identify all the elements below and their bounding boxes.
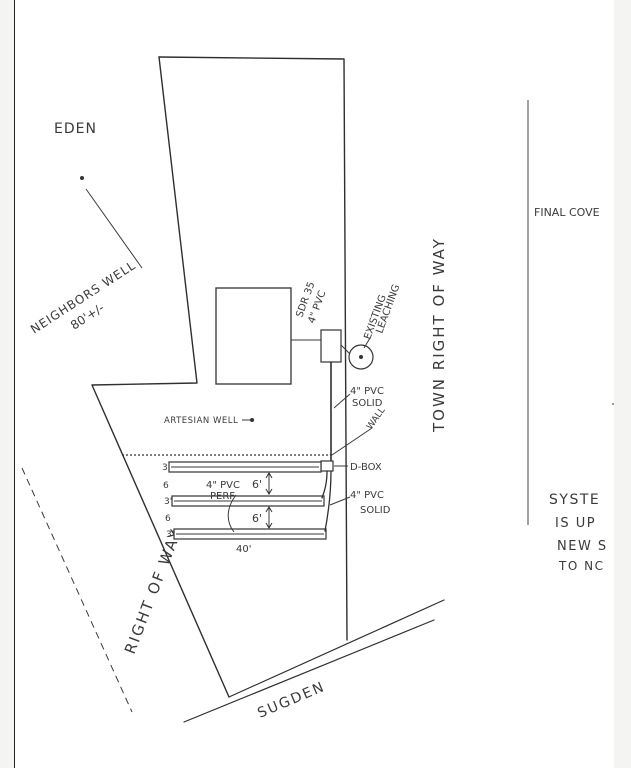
property-line-north-east <box>158 56 348 641</box>
trench-dim-3: 3' <box>164 497 172 507</box>
feeder-pipe-2 <box>321 470 328 499</box>
site-plan: SUGDEN RIGHT OF WAY EDEN NEIGHBORS WELL … <box>14 0 614 768</box>
sugden-road-edge-line <box>183 619 435 723</box>
existing-leaching-leader-line <box>363 337 371 349</box>
artesian-well-marker <box>250 418 254 422</box>
trench-dim-5: 3' <box>166 530 174 540</box>
trench-dim-1: 3' <box>162 463 170 473</box>
trench-dim-2: 6 <box>163 481 169 491</box>
left-right-of-way-label: RIGHT OF WAY <box>121 526 186 657</box>
existing-leaching-center-dot <box>359 355 363 359</box>
drawing-sheet: SUGDEN RIGHT OF WAY EDEN NEIGHBORS WELL … <box>14 0 614 768</box>
pvc-solid-bottom-leader <box>329 496 351 506</box>
trench-dim-4: 6 <box>165 514 171 524</box>
wall-leader-line <box>331 427 373 456</box>
sugden-road-line <box>228 599 445 698</box>
eden-label: EDEN <box>54 121 97 137</box>
neighbors-well-marker <box>80 176 84 180</box>
left-right-of-way-line <box>21 467 133 713</box>
spacing-label-1: 6' <box>252 478 262 491</box>
dbox-label: D-BOX <box>350 462 382 473</box>
spacing-label-2: 6' <box>252 512 262 525</box>
spacing-dim-2-arrows <box>265 506 273 529</box>
wall-label: WALL <box>365 406 387 432</box>
trench-length-label: 40' <box>236 544 251 555</box>
tank-to-leaching-pipe <box>340 344 351 355</box>
existing-leaching-pit <box>348 344 374 370</box>
system-note-line-1: SYSTE <box>549 492 600 508</box>
pvc-perf-label: 4" PVC <box>206 480 240 491</box>
system-note-line-3: NEW S <box>557 539 608 554</box>
pvc-solid-top-leader <box>333 393 351 409</box>
feeder-pipe-3 <box>324 470 332 532</box>
pvc-solid-bottom-label: 4" PVC <box>350 490 384 501</box>
system-note-line-4: TO NC <box>558 559 604 573</box>
sugden-label: SUGDEN <box>255 679 328 722</box>
artesian-well-label: ARTESIAN WELL <box>164 416 238 426</box>
final-cover-label: FINAL COVE <box>534 206 600 219</box>
system-note-line-2: IS UP <box>555 516 596 531</box>
pvc-solid-bottom-label-2: SOLID <box>360 505 391 516</box>
house-footprint <box>215 287 292 385</box>
pvc-solid-top-label: 4" PVC <box>350 386 384 397</box>
property-line-west <box>91 56 230 698</box>
pvc-perf-leader <box>227 494 237 533</box>
neighbors-well-leader-line <box>85 188 143 269</box>
town-right-of-way-label: TOWN RIGHT OF WAY <box>430 237 448 433</box>
septic-tank <box>320 329 342 363</box>
pvc-solid-top-label-2: SOLID <box>352 398 383 409</box>
distribution-box <box>320 460 334 472</box>
pvc-perf-label-2: PERF <box>210 491 235 502</box>
spacing-dim-1-arrows <box>265 472 273 495</box>
